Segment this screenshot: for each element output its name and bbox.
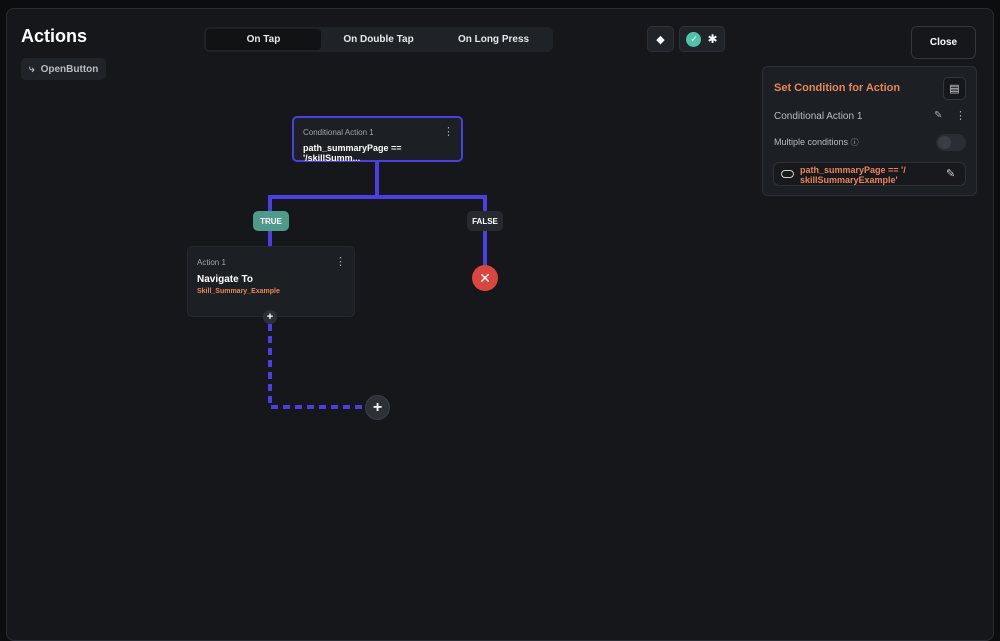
action-node[interactable]: Action 1 ⋮ Navigate To Skill_Summary_Exa… bbox=[187, 246, 355, 317]
note-add-icon: ▤ bbox=[949, 83, 960, 95]
condition-text: path_summaryPage == '/skillSummaryExampl… bbox=[800, 165, 940, 185]
edit-icon[interactable]: ✎ bbox=[934, 110, 943, 121]
multiple-conditions-toggle[interactable] bbox=[936, 134, 966, 151]
edit-condition-icon[interactable]: ✎ bbox=[946, 168, 956, 180]
panel-title: Set Condition for Action bbox=[774, 82, 901, 94]
true-branch-badge: TRUE bbox=[253, 211, 289, 231]
node-label: Action 1 bbox=[197, 258, 226, 267]
info-icon: ⓘ bbox=[850, 138, 859, 147]
widget-chip[interactable]: ⤷ OpenButton bbox=[21, 58, 107, 80]
debug-button[interactable]: ✓ ✱ bbox=[679, 26, 725, 52]
widget-chip-label: OpenButton bbox=[40, 63, 99, 75]
more-icon[interactable]: ⋮ bbox=[443, 126, 454, 138]
more-icon[interactable]: ⋮ bbox=[955, 110, 966, 122]
action-title: Navigate To bbox=[197, 274, 253, 285]
bug-icon: ✱ bbox=[707, 32, 718, 46]
tab-on-tap[interactable]: On Tap bbox=[206, 29, 321, 50]
ai-assist-button[interactable]: ◆ bbox=[647, 26, 674, 52]
widget-tree-icon: ⤷ bbox=[29, 63, 35, 75]
page-title: Actions bbox=[21, 26, 88, 46]
condition-line-1: path_summaryPage == '/ bbox=[800, 165, 906, 175]
add-next-action-button[interactable]: + bbox=[365, 395, 390, 420]
condition-field[interactable]: path_summaryPage == '/skillSummaryExampl… bbox=[773, 162, 966, 186]
conditional-action-node[interactable]: Conditional Action 1 ⋮ path_summaryPage … bbox=[292, 116, 463, 163]
multiple-conditions-label: Multiple conditions ⓘ bbox=[774, 137, 859, 147]
add-condition-button[interactable]: ▤ bbox=[943, 77, 966, 100]
false-branch-badge: FALSE bbox=[467, 211, 503, 231]
trigger-tabs: On Tap On Double Tap On Long Press bbox=[204, 27, 553, 52]
gem-icon: ◆ bbox=[656, 33, 665, 46]
condition-line-2: skillSummaryExample' bbox=[800, 175, 898, 185]
node-label: Conditional Action 1 bbox=[303, 128, 374, 137]
close-button[interactable]: Close bbox=[911, 26, 976, 59]
more-icon[interactable]: ⋮ bbox=[335, 256, 346, 268]
add-action-button[interactable]: + bbox=[263, 310, 277, 324]
condition-panel: Set Condition for Action ▤ Conditional A… bbox=[762, 66, 977, 196]
tab-on-double-tap[interactable]: On Double Tap bbox=[343, 34, 414, 45]
plus-icon: + bbox=[372, 398, 383, 416]
check-circle-icon: ✓ bbox=[686, 31, 702, 47]
action-target: Skill_Summary_Example bbox=[197, 288, 280, 295]
plus-icon: + bbox=[266, 311, 274, 323]
terminate-icon[interactable]: ✕ bbox=[472, 265, 498, 291]
node-expression: path_summaryPage == '/skillSumm... bbox=[303, 143, 402, 163]
tab-on-long-press[interactable]: On Long Press bbox=[457, 34, 530, 45]
action-name: Conditional Action 1 bbox=[774, 111, 863, 122]
toggle-icon bbox=[781, 170, 794, 178]
